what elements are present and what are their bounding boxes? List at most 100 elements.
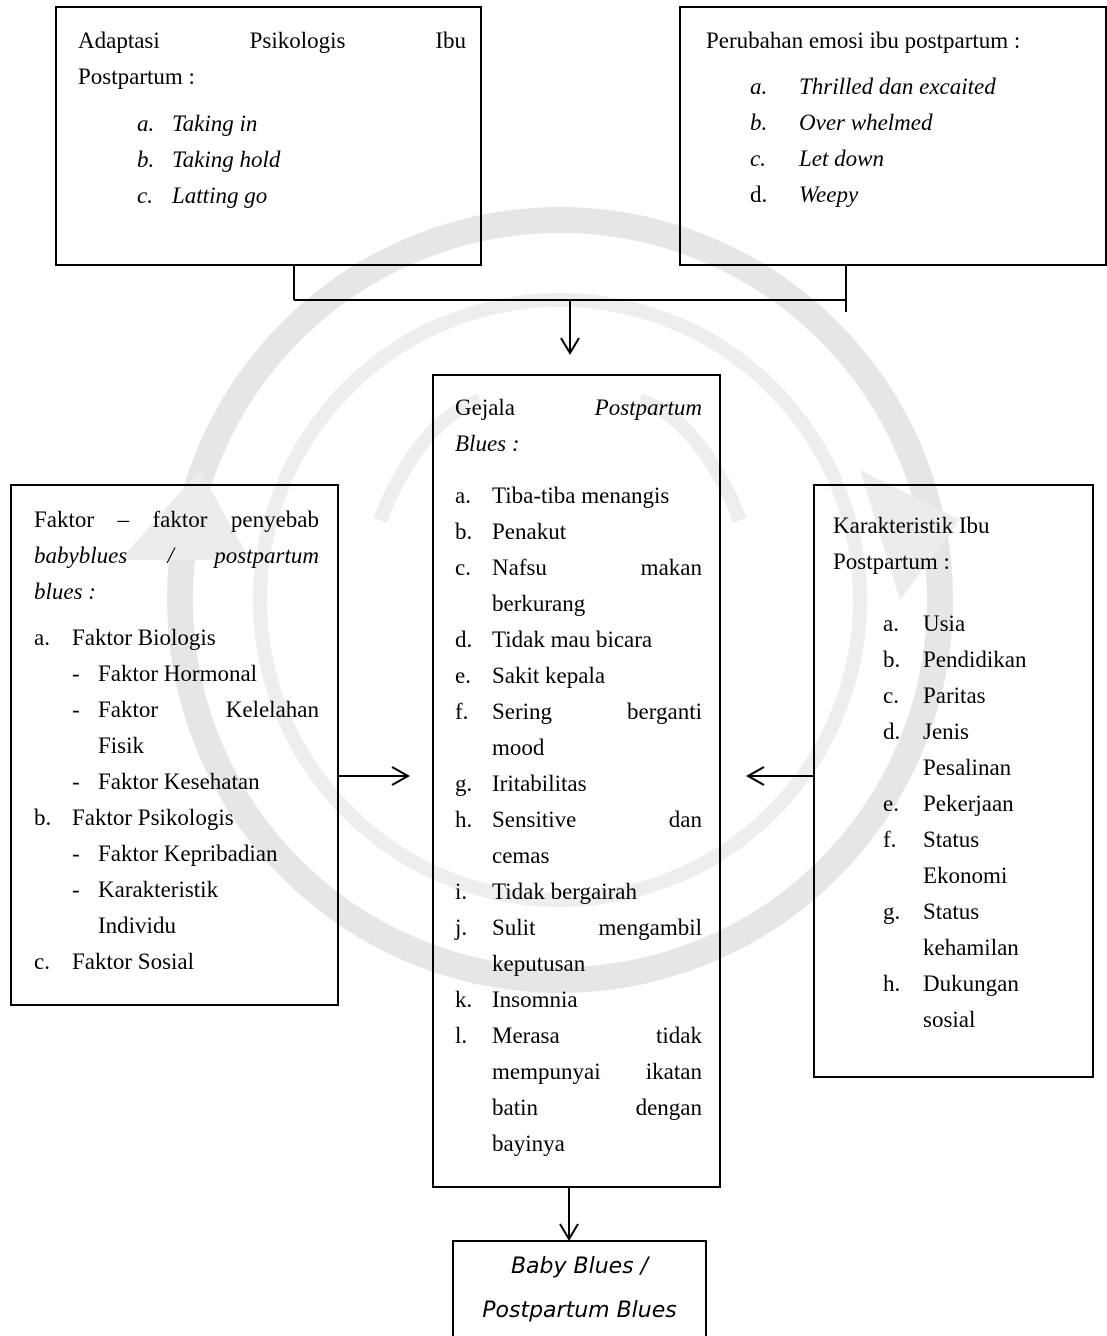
dash-marker: - [72, 841, 80, 866]
heading-word: Ibu [435, 28, 466, 53]
adaptation-heading-line2: Postpartum : [78, 64, 195, 89]
outcome-line1: Baby Blues / [510, 1254, 649, 1279]
symptom-item: d. Tidak mau bicara [455, 622, 702, 658]
item-marker: c. [883, 683, 899, 708]
item-line: Tiba-tiba menangis [492, 483, 670, 508]
item-line: Tidak mau bicara [492, 627, 653, 652]
sub-line: Faktor Kelelahan [98, 697, 319, 722]
sub-line: Individu [98, 913, 176, 938]
characteristics-heading-line2: Postpartum : [833, 549, 950, 574]
characteristic-item: e. Pekerjaan [883, 786, 1084, 822]
item-marker: f. [455, 699, 469, 724]
item-line: Sensitive dan [492, 807, 702, 832]
item-marker: d. [455, 627, 473, 652]
symptom-item: g. Iritabilitas [455, 766, 702, 802]
item-marker: j. [455, 915, 468, 940]
list-item: c.Latting go [137, 183, 268, 208]
item-line: mood [492, 735, 545, 760]
box-faktor-penyebab: Faktor – faktor penyebab babyblues / pos… [10, 484, 339, 1006]
symptom-item: j. Sulit mengambil keputusan [455, 910, 702, 982]
item-marker: c. [34, 949, 50, 974]
item-marker: e. [883, 791, 899, 816]
symptom-item: f. Sering berganti mood [455, 694, 702, 766]
sub-line: Faktor Hormonal [98, 661, 258, 686]
heading-word: Psikologis [249, 28, 346, 53]
symptom-item: h. Sensitive dan cemas [455, 802, 702, 874]
item-line: Dukungan [923, 971, 1019, 996]
item-line: berkurang [492, 591, 586, 616]
item-line: Penakut [492, 519, 567, 544]
item-line: Sulit mengambil [492, 915, 702, 940]
symptom-item: k.Insomnia [455, 982, 702, 1018]
characteristic-item: a. Usia [883, 606, 1084, 642]
factor-group: a.Faktor Biologis-Faktor Hormonal-Faktor… [34, 620, 319, 800]
sub-line: Faktor Kesehatan [98, 769, 260, 794]
item-marker: a. [455, 483, 471, 508]
item-line: Jenis [923, 719, 969, 744]
symptom-item: e. Sakit kepala [455, 658, 702, 694]
item-line: Pekerjaan [923, 791, 1014, 816]
adaptation-heading: Adaptasi Psikologis Ibu [78, 23, 466, 59]
box-gejala-postpartum-blues: Gejala Postpartum Blues : a.Tiba-tiba me… [432, 374, 721, 1188]
characteristic-item: c. Paritas [883, 678, 1084, 714]
item-marker: h. [883, 971, 901, 996]
item-marker: e. [455, 663, 471, 688]
item-line: Ekonomi [923, 863, 1008, 888]
heading-word: Adaptasi [78, 28, 160, 53]
characteristic-item: b.Pendidikan [883, 642, 1084, 678]
factor-label: Faktor Biologis [72, 625, 216, 650]
item-line: Status [923, 899, 980, 924]
symptoms-heading-line2: Blues : [455, 431, 520, 456]
symptom-item: a. Tiba-tiba menangis [455, 478, 702, 514]
item-line: Iritabilitas [492, 771, 587, 796]
adaptation-list: a.Taking in b.Taking hold c.Latting go [78, 106, 466, 214]
sub-line: Karakteristik [98, 877, 219, 902]
dash-marker: - [72, 661, 80, 686]
item-line: Sering berganti [492, 699, 702, 724]
factor-group: b.Faktor Psikologis-Faktor Kepribadian-K… [34, 800, 319, 944]
item-line: Tidak bergairah [492, 879, 638, 904]
item-line: Usia [923, 611, 966, 636]
dash-marker: - [72, 877, 80, 902]
factor-sub-item: -Faktor Kesehatan [56, 764, 319, 800]
item-line: Paritas [923, 683, 986, 708]
characteristics-heading-line1: Karakteristik Ibu [833, 513, 990, 538]
item-line: Pesalinan [923, 755, 1012, 780]
symptom-item: b. Penakut [455, 514, 702, 550]
item-marker: h. [455, 807, 473, 832]
factors-list: a.Faktor Biologis-Faktor Hormonal-Faktor… [34, 620, 319, 980]
list-item: a.Taking in [137, 111, 258, 136]
list-item: d.Weepy [750, 182, 859, 207]
sub-line: Fisik [98, 733, 145, 758]
item-line: Nafsu makan [492, 555, 702, 580]
box-adaptasi-psikologis: Adaptasi Psikologis Ibu Postpartum : a.T… [55, 6, 482, 266]
list-item: c.Let down [750, 146, 884, 171]
factor-label: Faktor Sosial [72, 949, 195, 974]
item-marker: k. [455, 987, 473, 1012]
item-line: keputusan [492, 951, 586, 976]
characteristic-item: g. Status kehamilan [883, 894, 1084, 966]
item-marker: b. [455, 519, 473, 544]
dash-marker: - [72, 769, 80, 794]
item-marker: a. [883, 611, 899, 636]
dash-marker: - [72, 697, 80, 722]
list-item: b.Over whelmed [750, 110, 933, 135]
item-line: batin dengan [492, 1095, 702, 1120]
outcome-line2: Postpartum Blues [482, 1298, 677, 1323]
item-marker: g. [883, 899, 901, 924]
item-line: Sakit kepala [492, 663, 606, 688]
item-line: kehamilan [923, 935, 1019, 960]
item-marker: g. [455, 771, 473, 796]
item-marker: a. [34, 625, 50, 650]
item-line: cemas [492, 843, 550, 868]
item-marker: i. [455, 879, 468, 904]
item-line: Pendidikan [923, 647, 1027, 672]
